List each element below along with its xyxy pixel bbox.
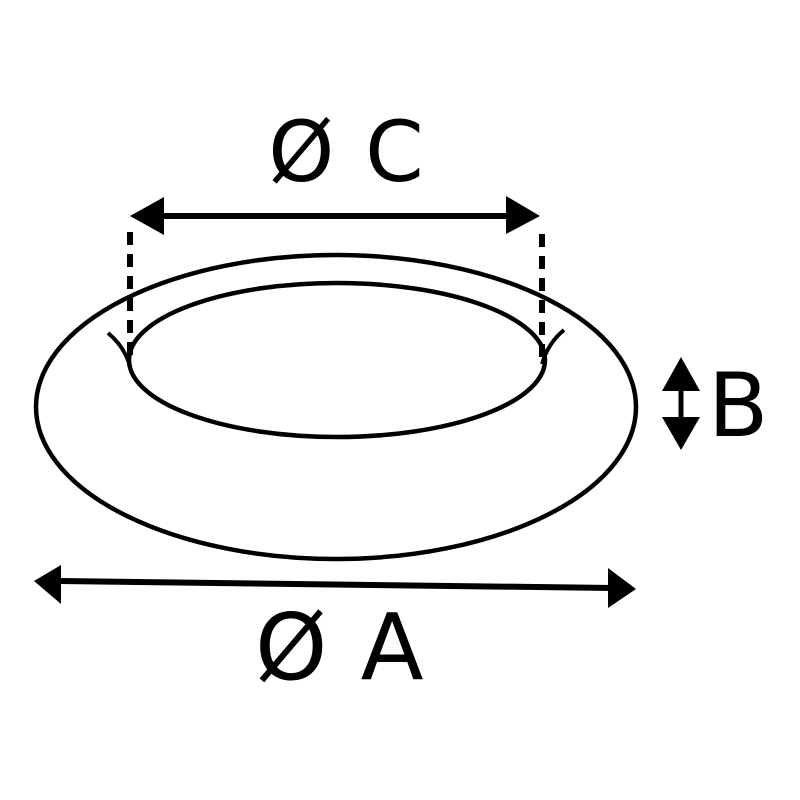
outer-diameter-label: Ø A <box>255 594 426 701</box>
arrowhead-right-icon <box>506 196 540 234</box>
thickness-label: B <box>708 354 771 457</box>
arrowhead-right-icon <box>608 568 636 608</box>
inner-hole-left-cusp <box>106 331 132 367</box>
dimension-arrow-b <box>662 357 700 450</box>
dimension-arrow-c <box>130 196 540 235</box>
dimension-arrow-a <box>34 565 636 608</box>
inner-diameter-label: Ø C <box>268 103 426 201</box>
inner-hole-right-cusp <box>540 328 566 365</box>
arrowhead-left-icon <box>34 565 61 604</box>
arrowhead-down-icon <box>662 417 700 450</box>
outer-ring-outline <box>33 252 639 562</box>
inner-hole-outline <box>126 280 548 440</box>
arrowhead-left-icon <box>130 197 164 235</box>
arrowhead-up-icon <box>662 357 700 391</box>
